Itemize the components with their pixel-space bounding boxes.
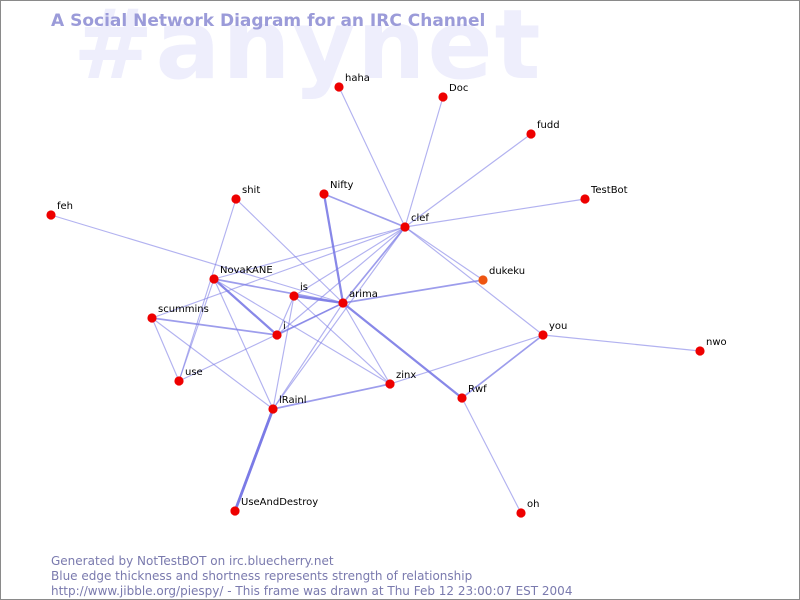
node-Doc: [438, 92, 448, 102]
node-label-IRainI: lRainl: [279, 395, 307, 406]
node-arima: [338, 298, 348, 308]
node-label-UseAndDestroy: UseAndDestroy: [241, 497, 318, 508]
node-label-dukeku: dukeku: [489, 266, 525, 277]
edge-NovaKANE-zinx: [213, 278, 391, 385]
node-haha: [334, 82, 344, 92]
edge-arima-NovaKANE: [213, 278, 344, 304]
edge-arima-dukeku: [342, 279, 484, 304]
node-UseAndDestroy: [230, 506, 240, 516]
node-label-you: you: [549, 321, 567, 332]
node-label-i: i: [283, 321, 286, 332]
footer-source-and-time: http://www.jibble.org/piespy/ - This fra…: [51, 584, 573, 598]
edge-Rwf-oh: [461, 397, 522, 514]
edge-fudd-clef: [404, 133, 532, 228]
edge-clef-dukeku: [404, 226, 484, 281]
edge-scummins-IRainI: [151, 317, 274, 410]
footer-notes: Generated by NotTestBOT on irc.bluecherr…: [51, 554, 572, 599]
edge-TestBot-clef: [404, 198, 586, 228]
edge-shit-use: [178, 198, 237, 382]
node-use: [174, 376, 184, 386]
edge-clef-scummins: [151, 226, 406, 319]
edge-Doc-clef: [404, 96, 444, 228]
edge-NovaKANE-i: [212, 277, 279, 337]
edge-arima-IRainI: [272, 302, 344, 410]
node-label-Nifty: Nifty: [330, 180, 354, 191]
node-label-clef: clef: [411, 213, 429, 224]
node-oh: [516, 508, 526, 518]
node-scummins: [147, 313, 157, 323]
node-Rwf: [457, 393, 467, 403]
edge-haha-clef: [338, 86, 406, 228]
edge-IRainI-UseAndDestroy: [233, 407, 275, 513]
edge-Nifty-arima: [322, 192, 345, 305]
node-you: [538, 330, 548, 340]
node-clef: [400, 222, 410, 232]
node-shit: [231, 194, 241, 204]
node-label-shit: shit: [242, 185, 260, 196]
node-label-fudd: fudd: [537, 120, 560, 131]
edge-arima-zinx: [342, 302, 391, 385]
edge-shit-arima: [235, 198, 344, 304]
edge-clef-i: [276, 226, 406, 336]
node-is: [289, 291, 299, 301]
node-label-feh: feh: [57, 201, 73, 212]
node-label-zinx: zinx: [396, 370, 416, 381]
edge-is-zinx: [293, 295, 391, 385]
node-label-arima: arima: [349, 289, 378, 300]
footer-legend-note: Blue edge thickness and shortness repres…: [51, 569, 473, 583]
edge-clef-NovaKANE: [213, 226, 406, 280]
node-label-NovaKANE: NovaKANE: [220, 265, 273, 276]
edge-feh-arima: [50, 214, 344, 304]
node-label-oh: oh: [527, 499, 539, 510]
edge-scummins-use: [151, 317, 180, 382]
edge-NovaKANE-use: [178, 278, 215, 382]
node-TestBot: [580, 194, 590, 204]
edge-you-Rwf: [461, 334, 544, 399]
node-IRainI: [268, 404, 278, 414]
node-fudd: [526, 129, 536, 139]
edge-IRainI-zinx: [272, 383, 391, 410]
node-label-Doc: Doc: [449, 83, 468, 94]
edge-is-IRainI: [272, 295, 295, 410]
node-label-Rwf: Rwf: [468, 384, 487, 395]
node-dukeku: [478, 275, 488, 285]
node-label-nwo: nwo: [706, 337, 727, 348]
edge-clef-is: [293, 226, 406, 297]
edge-arima-Rwf: [341, 301, 464, 400]
edge-Nifty-clef: [323, 193, 406, 228]
node-NovaKANE: [209, 274, 219, 284]
node-Nifty: [319, 189, 329, 199]
node-label-use: use: [185, 367, 203, 378]
node-i: [272, 330, 282, 340]
footer-generated-by: Generated by NotTestBOT on irc.bluecherr…: [51, 554, 334, 568]
node-label-haha: haha: [345, 73, 370, 84]
edge-NovaKANE-IRainI: [213, 278, 274, 410]
node-nwo: [695, 346, 705, 356]
edge-you-nwo: [542, 334, 701, 352]
edge-scummins-i: [151, 317, 278, 336]
edge-is-i: [276, 295, 295, 336]
channel-watermark: #anynet: [73, 0, 543, 101]
edge-layer: [50, 86, 701, 514]
node-label-scummins: scummins: [158, 304, 209, 315]
node-label-is: is: [300, 282, 308, 293]
edge-clef-arima: [342, 226, 406, 304]
node-label-TestBot: TestBot: [590, 185, 628, 196]
node-zinx: [385, 379, 395, 389]
diagram-title: A Social Network Diagram for an IRC Chan…: [51, 11, 486, 31]
edge-you-zinx: [389, 334, 544, 385]
node-feh: [46, 210, 56, 220]
edge-clef-IRainI: [272, 226, 406, 410]
